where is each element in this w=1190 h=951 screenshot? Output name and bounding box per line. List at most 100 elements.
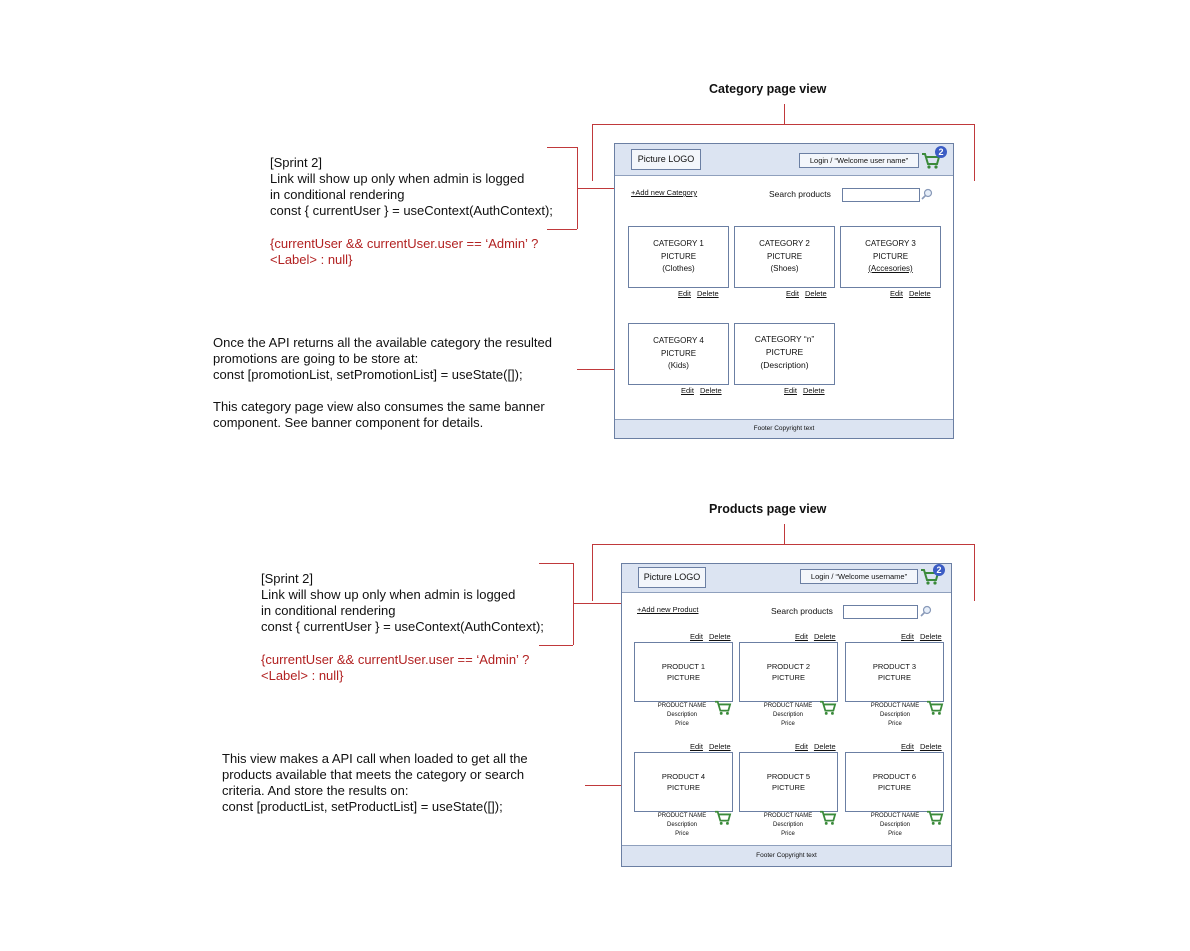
add-to-cart-icon[interactable] bbox=[714, 810, 732, 826]
product-card[interactable]: PRODUCT 2 PICTURE bbox=[739, 642, 838, 702]
delete-link[interactable]: Delete bbox=[919, 742, 942, 751]
edit-link[interactable]: Edit bbox=[795, 742, 808, 751]
product-info: PRODUCT NAME Description Price bbox=[647, 702, 717, 729]
edit-link[interactable]: Edit bbox=[690, 632, 703, 641]
delete-link[interactable]: Delete bbox=[708, 632, 731, 641]
cart-count-badge: 2 bbox=[935, 146, 947, 158]
card-picture-label: PICTURE bbox=[772, 673, 805, 682]
product-price: Price bbox=[675, 831, 689, 837]
delete-link[interactable]: Delete bbox=[699, 386, 722, 395]
product-card[interactable]: PRODUCT 5 PICTURE bbox=[739, 752, 838, 812]
category-note-pointer bbox=[577, 188, 627, 189]
product-description: Description bbox=[772, 712, 803, 718]
card-description: (Accesories) bbox=[868, 264, 913, 273]
login-button[interactable]: Login / “Welcome user name” bbox=[799, 153, 919, 168]
edit-link[interactable]: Edit bbox=[784, 386, 797, 395]
card-title: CATEGORY 3 bbox=[865, 239, 916, 248]
note-line: const { currentUser } = useContext(AuthC… bbox=[261, 619, 544, 634]
category-card[interactable]: CATEGORY 2 PICTURE (Shoes) bbox=[734, 226, 835, 288]
footer: Footer Copyright text bbox=[615, 419, 953, 438]
delete-link[interactable]: Delete bbox=[908, 289, 931, 298]
add-to-cart-icon[interactable] bbox=[926, 810, 944, 826]
search-input[interactable] bbox=[843, 605, 918, 619]
products-bracket-left bbox=[592, 544, 593, 601]
product-name: PRODUCT NAME bbox=[657, 703, 707, 709]
search-label: Search products bbox=[771, 606, 833, 616]
category-bracket-right bbox=[974, 124, 975, 181]
search-input[interactable] bbox=[842, 188, 920, 202]
card-actions: Edit Delete bbox=[690, 632, 737, 641]
search-icon[interactable] bbox=[921, 188, 933, 200]
add-product-link[interactable]: +Add new Product bbox=[637, 605, 699, 614]
edit-link[interactable]: Edit bbox=[681, 386, 694, 395]
note-line: This category page view also consumes th… bbox=[213, 399, 545, 414]
product-price: Price bbox=[888, 721, 902, 727]
delete-link[interactable]: Delete bbox=[813, 742, 836, 751]
edit-link[interactable]: Edit bbox=[901, 632, 914, 641]
card-picture-label: PICTURE bbox=[667, 783, 700, 792]
delete-link[interactable]: Delete bbox=[708, 742, 731, 751]
product-description: Description bbox=[666, 712, 697, 718]
note-line: Link will show up only when admin is log… bbox=[261, 587, 516, 602]
category-card[interactable]: CATEGORY “n” PICTURE (Description) bbox=[734, 323, 835, 385]
add-category-link[interactable]: +Add new Category bbox=[631, 188, 698, 197]
products-heading-connector bbox=[784, 524, 785, 544]
category-bracket-top bbox=[592, 124, 975, 125]
delete-link[interactable]: Delete bbox=[804, 289, 827, 298]
note-line: component. See banner component for deta… bbox=[213, 415, 484, 430]
note-line: criteria. And store the results on: bbox=[222, 783, 409, 798]
product-name: PRODUCT NAME bbox=[870, 813, 920, 819]
add-to-cart-icon[interactable] bbox=[926, 700, 944, 716]
card-title: CATEGORY 2 bbox=[759, 239, 810, 248]
products-note-bracket-top bbox=[539, 563, 573, 564]
product-card[interactable]: PRODUCT 6 PICTURE bbox=[845, 752, 944, 812]
product-info: PRODUCT NAME Description Price bbox=[753, 702, 823, 729]
note-line: [Sprint 2] bbox=[270, 155, 323, 170]
delete-link[interactable]: Delete bbox=[802, 386, 825, 395]
card-actions: Edit Delete bbox=[690, 742, 737, 751]
delete-link[interactable]: Delete bbox=[919, 632, 942, 641]
edit-link[interactable]: Edit bbox=[901, 742, 914, 751]
footer: Footer Copyright text bbox=[622, 845, 951, 866]
edit-link[interactable]: Edit bbox=[890, 289, 903, 298]
card-actions: Edit Delete bbox=[795, 632, 842, 641]
category-api-note: Once the API returns all the available c… bbox=[213, 335, 593, 431]
product-description: Description bbox=[666, 822, 697, 828]
delete-link[interactable]: Delete bbox=[696, 289, 719, 298]
login-button[interactable]: Login / “Welcome username” bbox=[800, 569, 918, 584]
product-name: PRODUCT NAME bbox=[870, 703, 920, 709]
product-card[interactable]: PRODUCT 3 PICTURE bbox=[845, 642, 944, 702]
cart-count-badge: 2 bbox=[933, 564, 945, 576]
product-card[interactable]: PRODUCT 1 PICTURE bbox=[634, 642, 733, 702]
card-picture-label: PICTURE bbox=[878, 673, 911, 682]
category-card[interactable]: CATEGORY 4 PICTURE (Kids) bbox=[628, 323, 729, 385]
product-card[interactable]: PRODUCT 4 PICTURE bbox=[634, 752, 733, 812]
category-sprint-note: [Sprint 2] Link will show up only when a… bbox=[270, 155, 590, 268]
search-label: Search products bbox=[769, 189, 831, 199]
category-card[interactable]: CATEGORY 1 PICTURE (Clothes) bbox=[628, 226, 729, 288]
product-description: Description bbox=[879, 712, 910, 718]
card-actions: Edit Delete bbox=[786, 289, 833, 298]
edit-link[interactable]: Edit bbox=[786, 289, 799, 298]
product-price: Price bbox=[888, 831, 902, 837]
note-line: Once the API returns all the available c… bbox=[213, 335, 552, 350]
logo-placeholder[interactable]: Picture LOGO bbox=[631, 149, 701, 170]
search-icon[interactable] bbox=[920, 605, 932, 617]
category-card[interactable]: CATEGORY 3 PICTURE (Accesories) bbox=[840, 226, 941, 288]
products-sprint-note: [Sprint 2] Link will show up only when a… bbox=[261, 571, 591, 684]
product-info: PRODUCT NAME Description Price bbox=[860, 702, 930, 729]
category-view-heading: Category page view bbox=[709, 82, 827, 96]
add-to-cart-icon[interactable] bbox=[714, 700, 732, 716]
edit-link[interactable]: Edit bbox=[678, 289, 691, 298]
card-title: PRODUCT 5 bbox=[766, 772, 811, 781]
card-title: CATEGORY 1 bbox=[653, 239, 704, 248]
edit-link[interactable]: Edit bbox=[795, 632, 808, 641]
products-api-pointer bbox=[585, 785, 623, 786]
edit-link[interactable]: Edit bbox=[690, 742, 703, 751]
logo-placeholder[interactable]: Picture LOGO bbox=[638, 567, 706, 588]
add-to-cart-icon[interactable] bbox=[819, 700, 837, 716]
add-to-cart-icon[interactable] bbox=[819, 810, 837, 826]
card-actions: Edit Delete bbox=[901, 632, 948, 641]
note-line: const { currentUser } = useContext(AuthC… bbox=[270, 203, 553, 218]
delete-link[interactable]: Delete bbox=[813, 632, 836, 641]
